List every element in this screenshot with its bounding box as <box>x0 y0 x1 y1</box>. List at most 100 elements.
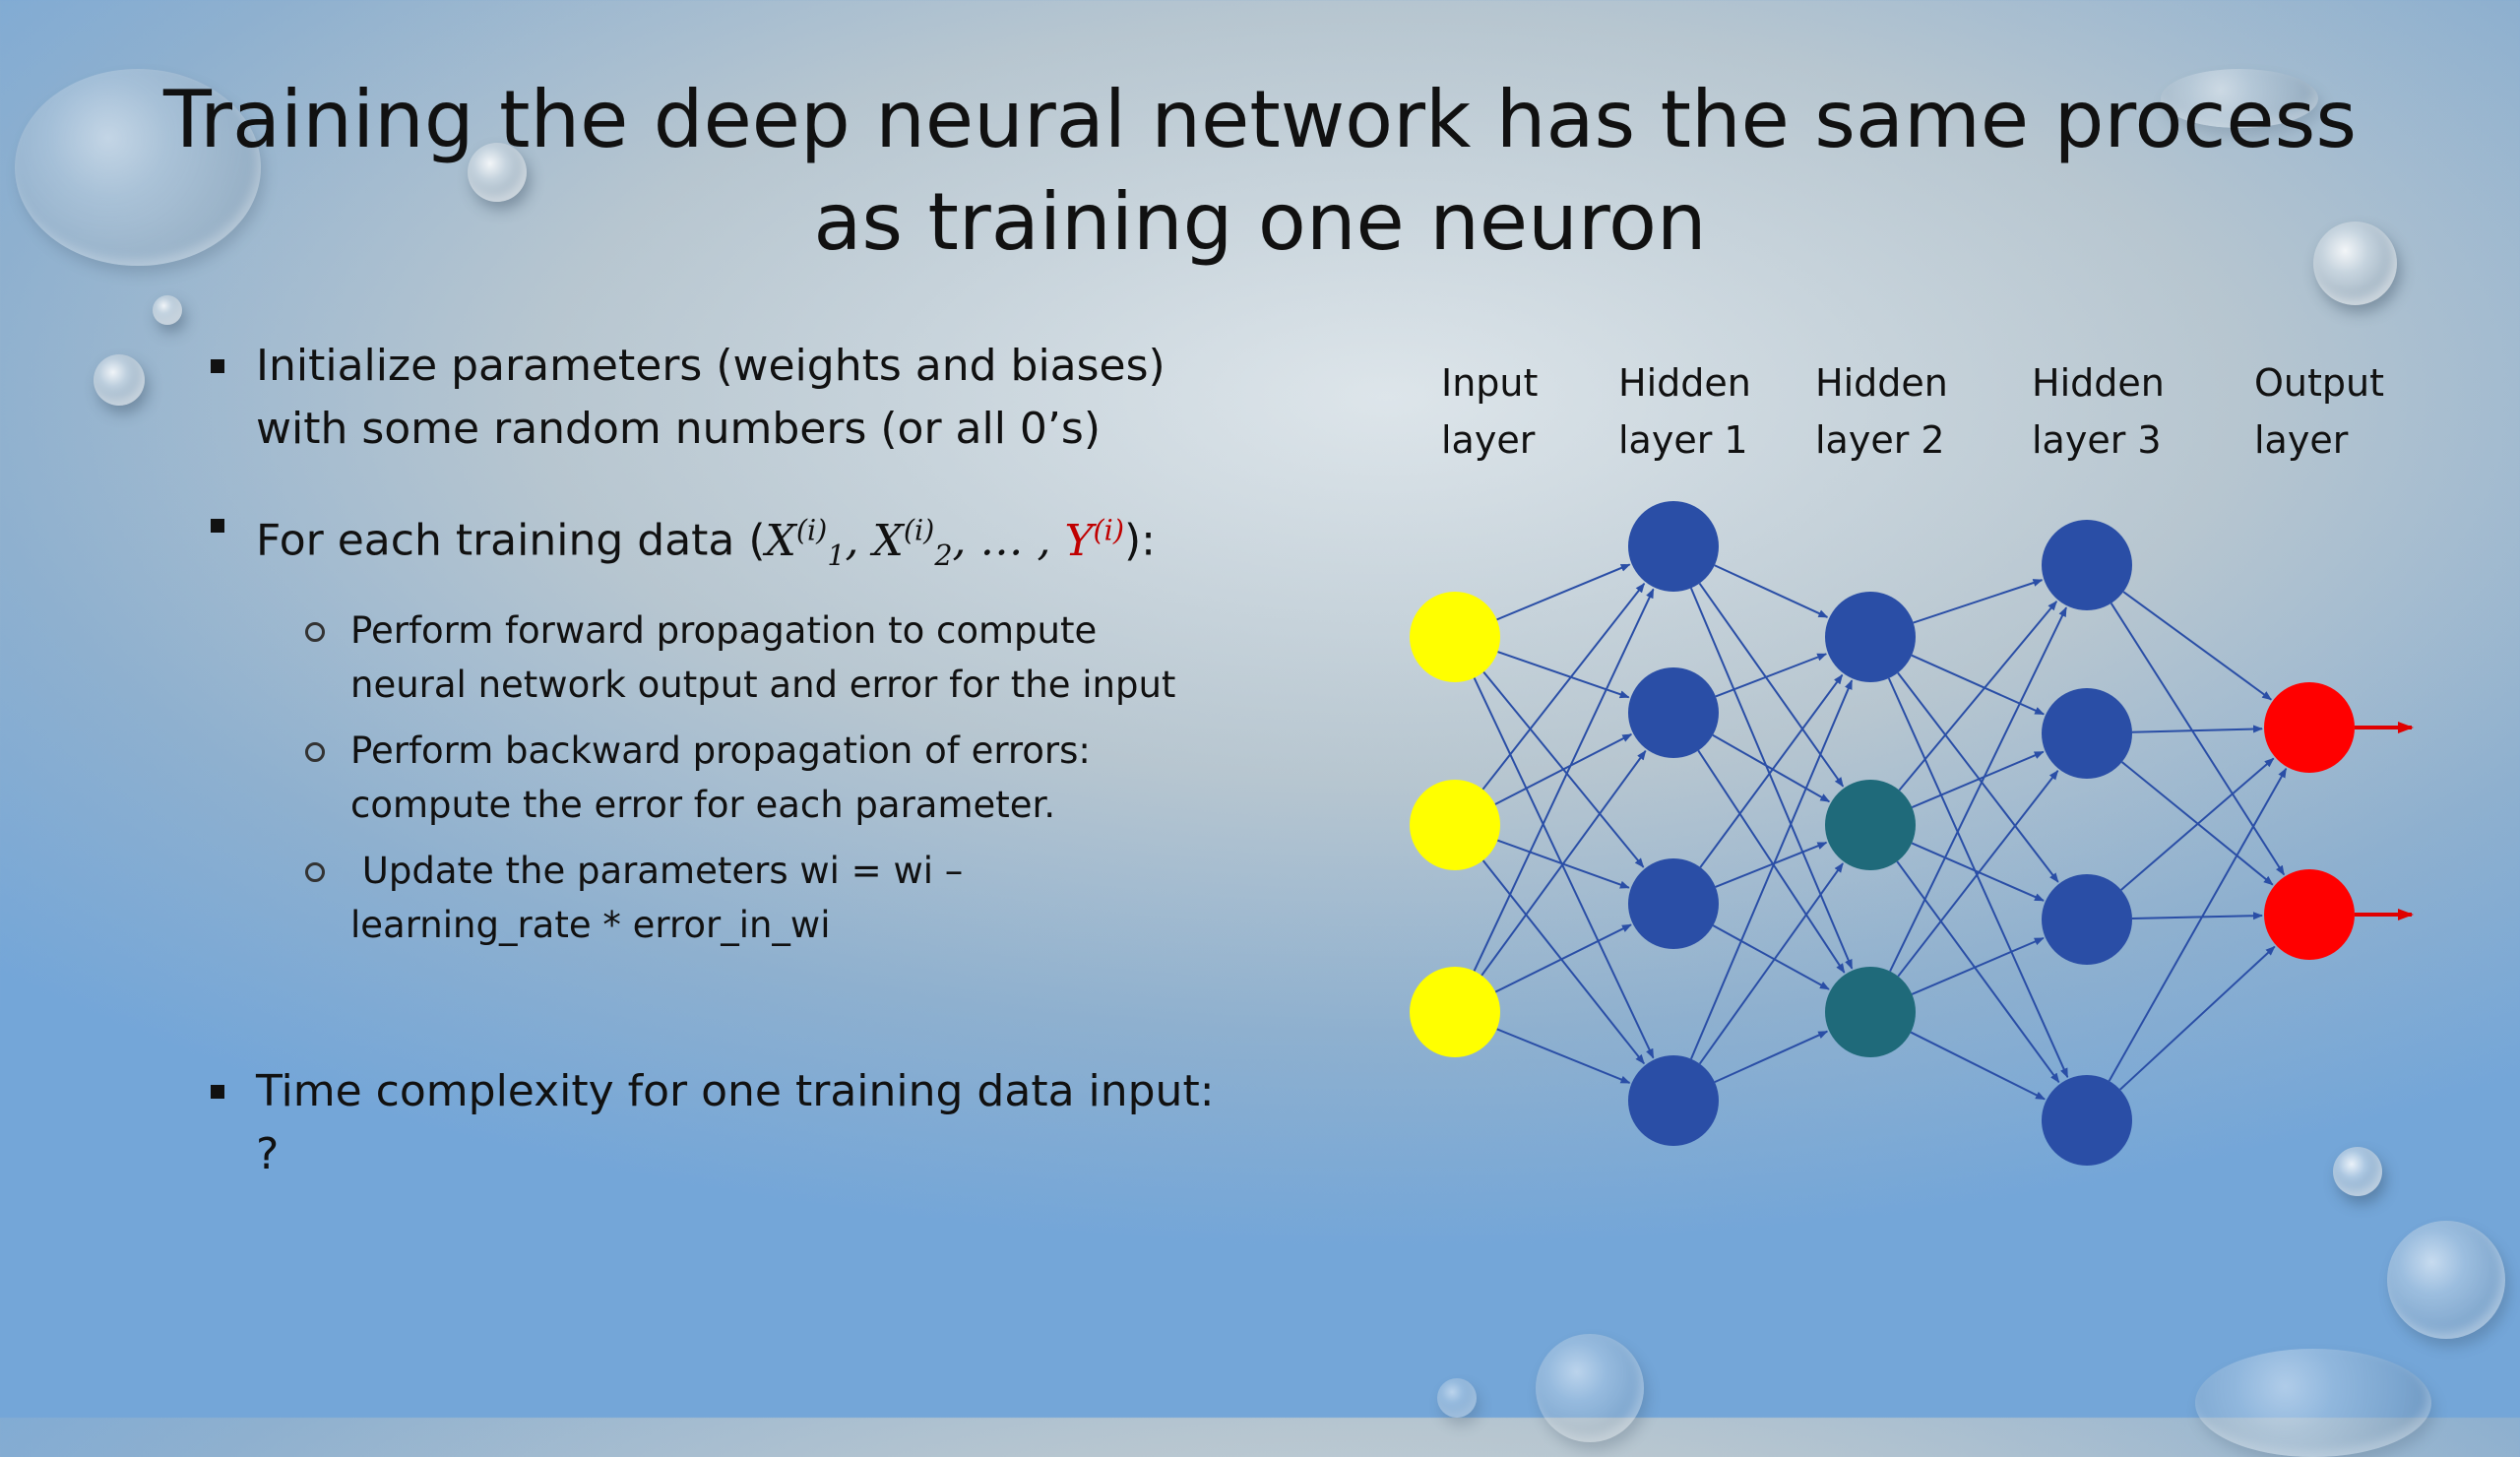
layer-1-neuron-2 <box>1410 780 1500 870</box>
water-droplet <box>1536 1334 1644 1442</box>
layer-1-neuron-1 <box>1410 592 1500 682</box>
sub-bullet-backward-line1: Perform backward propagation of errors: <box>350 729 1091 773</box>
connection-edge <box>1497 651 1630 699</box>
connection-edge <box>1494 733 1633 805</box>
connection-edge <box>1712 733 1831 803</box>
connection-edge <box>2110 602 2286 876</box>
sub-bullet-update-line2: learning_rate * error_in_wi <box>350 904 831 947</box>
connection-edge <box>2120 757 2275 891</box>
layer-1-neuron-3 <box>1410 967 1500 1057</box>
layer-2-neuron-3 <box>1628 858 1719 949</box>
connection-edge <box>1898 601 2058 792</box>
bullet-initialize-line2: with some random numbers (or all 0’s) <box>256 404 1101 454</box>
water-droplet <box>2387 1221 2505 1339</box>
layer-4-label-line1: Hidden <box>2032 361 2165 405</box>
connection-edge <box>1896 860 2060 1084</box>
slide-title-line2: as training one neuron <box>813 176 1707 268</box>
connection-edge <box>1911 842 2045 902</box>
math-x2: X(i)2 <box>872 513 953 572</box>
layer-5-label-line2: layer <box>2254 418 2349 462</box>
bullet-list: Initialize parameters (weights and biase… <box>207 335 1221 1186</box>
connection-edge <box>1473 677 1655 1059</box>
connection-edge <box>1913 579 2044 624</box>
connection-edge <box>1698 582 1845 788</box>
layer-3-label-line2: layer 2 <box>1815 418 1945 462</box>
connection-edge <box>1496 563 1631 621</box>
layer-4-neuron-3 <box>2042 874 2132 965</box>
sub-bullet-update: Update the parameters wi = wi – learning… <box>301 844 1221 952</box>
layer-2-label-line1: Hidden <box>1618 361 1751 405</box>
layer-3-label-line1: Hidden <box>1815 361 1948 405</box>
connection-edge <box>1473 588 1655 972</box>
connection-edge <box>1712 924 1830 990</box>
connection-edge <box>1697 749 1846 974</box>
connection-edge <box>1911 750 2045 809</box>
bullet-time-line2: ? <box>256 1129 280 1180</box>
bullet-time-line1: Time complexity for one training data in… <box>256 1066 1215 1117</box>
connection-edge <box>1715 653 1828 698</box>
connection-edge <box>2131 725 2264 733</box>
layer-5-label-line1: Output <box>2254 361 2384 405</box>
math-x1: X(i)1 <box>765 513 846 572</box>
connection-edge <box>1690 679 1854 1060</box>
connection-edge <box>1699 673 1844 868</box>
connection-edge <box>1698 862 1844 1065</box>
connection-edge <box>1889 606 2067 973</box>
layer-2-label-line2: layer 1 <box>1618 418 1748 462</box>
layer-2-neuron-2 <box>1628 667 1719 758</box>
water-droplet <box>94 354 145 406</box>
for-each-suffix: ): <box>1123 515 1156 566</box>
water-droplet <box>153 295 182 325</box>
math-y: Y(i) <box>1064 513 1124 566</box>
connection-edge <box>1911 936 2045 995</box>
water-droplet <box>2333 1147 2382 1196</box>
layer-2-neuron-4 <box>1628 1055 1719 1146</box>
connection-edge <box>1481 582 1646 791</box>
layer-4-neuron-4 <box>2042 1075 2132 1166</box>
connection-edge <box>1911 654 2046 716</box>
layer-4-label-line2: layer 3 <box>2032 418 2162 462</box>
connection-edge <box>1689 587 1854 970</box>
sub-bullet-backward-line2: compute the error for each parameter. <box>350 784 1056 827</box>
layer-5-neuron-2 <box>2264 869 2355 960</box>
sub-bullet-update-line1: Update the parameters wi = wi – <box>350 850 964 893</box>
sub-bullet-forward: Perform forward propagation to compute n… <box>301 603 1221 712</box>
layer-4-neuron-1 <box>2042 520 2132 610</box>
connection-edge <box>1715 841 1828 888</box>
connection-edge <box>2122 591 2273 701</box>
slide-title: Training the deep neural network has the… <box>128 69 2392 274</box>
layer-3-neuron-3 <box>1825 967 1916 1057</box>
layer-3-neuron-2 <box>1825 780 1916 870</box>
water-droplet <box>15 69 261 266</box>
sub-bullet-backward: Perform backward propagation of errors: … <box>301 724 1221 832</box>
connection-edge <box>1887 677 2069 1079</box>
water-droplet <box>1437 1378 1477 1418</box>
connection-edge <box>2131 912 2264 920</box>
layer-1-label-line1: Input <box>1441 361 1538 405</box>
layer-1-label-line2: layer <box>1441 418 1536 462</box>
for-each-prefix: For each training data ( <box>256 515 766 566</box>
water-droplet <box>2313 222 2397 305</box>
connection-edge <box>2119 945 2276 1091</box>
bullet-initialize-line1: Initialize parameters (weights and biase… <box>256 341 1166 391</box>
bullet-time-complexity: Time complexity for one training data in… <box>207 1060 1221 1186</box>
water-droplet <box>2195 1349 2431 1457</box>
connection-edge <box>2108 767 2288 1082</box>
math-separator: , <box>845 515 873 566</box>
bullet-for-each: For each training data (X(i)1, X(i)2, … … <box>207 494 1221 590</box>
layer-4-neuron-2 <box>2042 688 2132 779</box>
connection-edge <box>1496 1028 1631 1084</box>
math-ellipsis: , … , <box>952 515 1065 566</box>
connection-edge <box>1494 923 1632 993</box>
connection-edge <box>1897 770 2059 978</box>
connection-edge <box>1480 749 1647 977</box>
layer-2-neuron-1 <box>1628 501 1719 592</box>
sub-bullet-forward-line1: Perform forward propagation to compute <box>350 609 1098 653</box>
water-droplet <box>2161 69 2318 128</box>
water-droplet <box>468 143 527 202</box>
slide-title-line1: Training the deep neural network has the… <box>162 74 2357 165</box>
connection-edge <box>1714 1030 1829 1084</box>
layer-5-neuron-1 <box>2264 682 2355 773</box>
neural-network-diagram: Input layer Hidden layer 1 Hidden layer 2 Hidd… <box>1410 361 2414 1166</box>
connection-edge <box>1910 1031 2046 1101</box>
